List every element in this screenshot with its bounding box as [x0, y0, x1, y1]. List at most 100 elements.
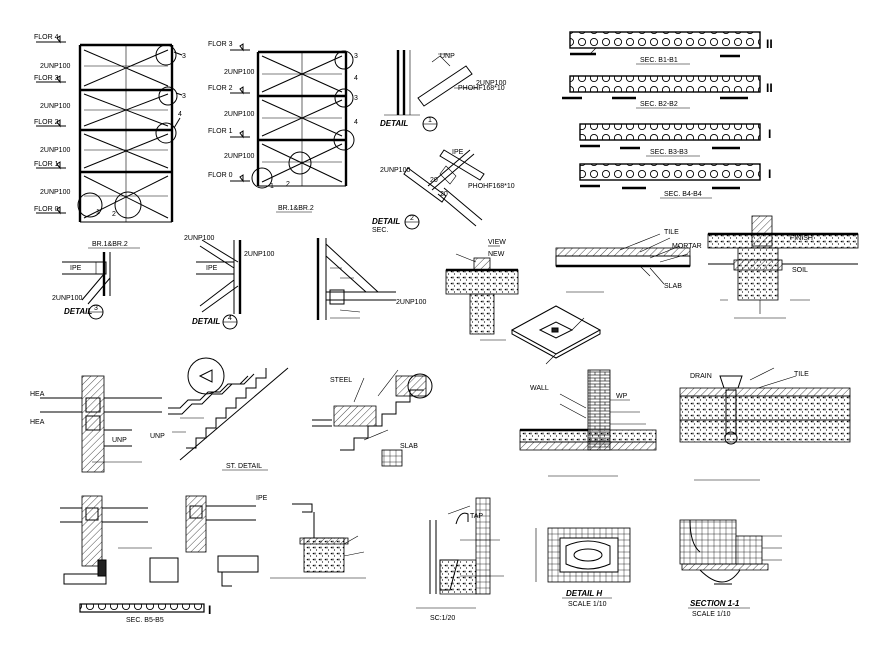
stair-caption: ST. DETAIL [226, 463, 262, 470]
section-mark: I [768, 127, 771, 141]
section-caption: SEC. B2-B2 [640, 101, 678, 108]
frame-elevation-a: FLOR 4 FLOR 3 FLOR 2 FLOR 1 FLOR 0 2UNP1… [34, 34, 186, 223]
beam-label: 2UNP100 [40, 103, 70, 110]
column-beam-joint: HEA HEA UNP [30, 375, 162, 473]
beam-label: 2UNP100 [224, 111, 254, 118]
callout-number: 4 [354, 119, 358, 126]
callout-number: 1 [270, 183, 274, 190]
floor-label-1: FLOR 1 [34, 161, 59, 168]
callout-number: 2 [286, 181, 290, 188]
floor-label-3: FLOR 3 [34, 75, 59, 82]
brick-wall-section: WALL WP [519, 369, 657, 477]
column-footing-detail: VIEW NEW [445, 239, 519, 341]
beam-label: 2UNP100 [224, 153, 254, 160]
annotation: FINISH [790, 235, 813, 242]
stair-section-detail: STEEL SLAB [312, 369, 433, 467]
annotation: VIEW [488, 239, 506, 246]
callout-number: 4 [178, 111, 182, 118]
beam-label: 2UNP100 [224, 69, 254, 76]
floor-label-2: FLOR 2 [34, 119, 59, 126]
detail-title: DETAIL [192, 317, 220, 326]
section-mark: I [208, 603, 211, 617]
floor-label-4: FLOR 4 [34, 34, 59, 41]
slab-section-4: I SEC. B4-B4 [579, 163, 771, 199]
annotation: HEA [30, 391, 45, 398]
column-splice-detail-b: IPE [185, 495, 320, 587]
annotation: TILE [794, 371, 809, 378]
drawing-caption: BR.1&BR.2 [92, 241, 128, 248]
floor-drain-isometric [510, 305, 602, 365]
section-caption: SEC. B1-B1 [640, 57, 678, 64]
detail-h-drawing: DETAIL H SCALE 1/10 [535, 527, 631, 608]
callout-number: 3 [354, 53, 358, 60]
annotation: UNP [440, 53, 455, 60]
section-1-1-scale: SCALE 1/10 [692, 611, 731, 618]
annotation: NEW [488, 251, 505, 258]
annotation: UNP [112, 437, 127, 444]
floor-label-2: FLOR 2 [208, 85, 233, 92]
annotation: 2UNP100 [396, 299, 426, 306]
annotation: PHOHF168*10 [458, 85, 505, 92]
section-1-1-drawing: SECTION 1-1 SCALE 1/10 [679, 519, 782, 618]
annotation: IPE [256, 495, 268, 502]
annotation: TAP [470, 513, 483, 520]
floor-label-0: FLOR 0 [208, 172, 233, 179]
annotation: PHOHF168*10 [468, 183, 515, 190]
section-mark: II [766, 81, 773, 95]
column-splice-detail-a [60, 495, 179, 585]
annotation: UNP [150, 433, 165, 440]
slab-section-1: II SEC. B1-B1 [569, 31, 773, 65]
floor-label-0: FLOR 0 [34, 206, 59, 213]
scale-label: SC:1/20 [430, 615, 455, 622]
annotation: TILE [664, 229, 679, 236]
annotation: STEEL [330, 377, 352, 384]
detail-title: DETAIL [372, 217, 400, 226]
section-caption: SEC. B4-B4 [664, 191, 702, 198]
slab-section-2: II SEC. B2-B2 [562, 75, 773, 109]
detail-number: 2 [410, 215, 414, 222]
wash-basin-section: TAP SC:1/20 [416, 497, 504, 622]
annotation: IPE [70, 265, 82, 272]
annotation: WALL [530, 385, 549, 392]
section-1-1-title: SECTION 1-1 [690, 599, 740, 608]
detail-2-drawing: 2UNP100 20 20 IPE PHOHF168*10 DETAIL 2 S… [372, 149, 515, 234]
annotation: SLAB [400, 443, 418, 450]
annotation: HEA [30, 419, 45, 426]
detail-title: DETAIL [64, 307, 92, 316]
detail-number: 1 [428, 117, 432, 124]
annotation: 20 [430, 177, 438, 184]
section-caption: SEC. B3-B3 [650, 149, 688, 156]
callout-number: 4 [354, 75, 358, 82]
beam-label: 2UNP100 [40, 147, 70, 154]
stair-elevation: UNP ST. DETAIL [150, 357, 289, 471]
floor-label-3: FLOR 3 [208, 41, 233, 48]
annotation: DRAIN [690, 373, 712, 380]
detail-title: DETAIL [380, 119, 408, 128]
callout-number: 2 [112, 211, 116, 218]
annotation: SOIL [792, 267, 808, 274]
annotation: IPE [206, 265, 218, 272]
detail-h-title: DETAIL H [566, 589, 602, 598]
annotation: 2UNP100 [52, 295, 82, 302]
detail-h-scale: SCALE 1/10 [568, 601, 607, 608]
beam-label: 2UNP100 [40, 63, 70, 70]
callout-number: 3 [182, 53, 186, 60]
section-mark: II [766, 37, 773, 51]
annotation: 2UNP100 [380, 167, 410, 174]
annotation: SEC. [372, 227, 388, 234]
annotation: MORTAR [672, 243, 702, 250]
detail-number: 3 [94, 305, 98, 312]
column-bracing-connection: 2UNP100 [316, 238, 426, 320]
annotation: IPE [452, 149, 464, 156]
drawing-caption: BR.1&BR.2 [278, 205, 314, 212]
section-caption: SEC. B5-B5 [126, 617, 164, 624]
annotation: SLAB [664, 283, 682, 290]
section-mark: I [768, 167, 771, 181]
beam-label: 2UNP100 [40, 189, 70, 196]
floor-label-1: FLOR 1 [208, 128, 233, 135]
frame-elevation-b: FLOR 3 FLOR 2 FLOR 1 FLOR 0 2UNP100 2UNP… [208, 41, 358, 213]
floor-drain-section: DRAIN TILE [679, 367, 851, 481]
callout-number: 1 [96, 209, 100, 216]
floor-section-detail: TILE MORTAR SLAB [555, 229, 702, 293]
